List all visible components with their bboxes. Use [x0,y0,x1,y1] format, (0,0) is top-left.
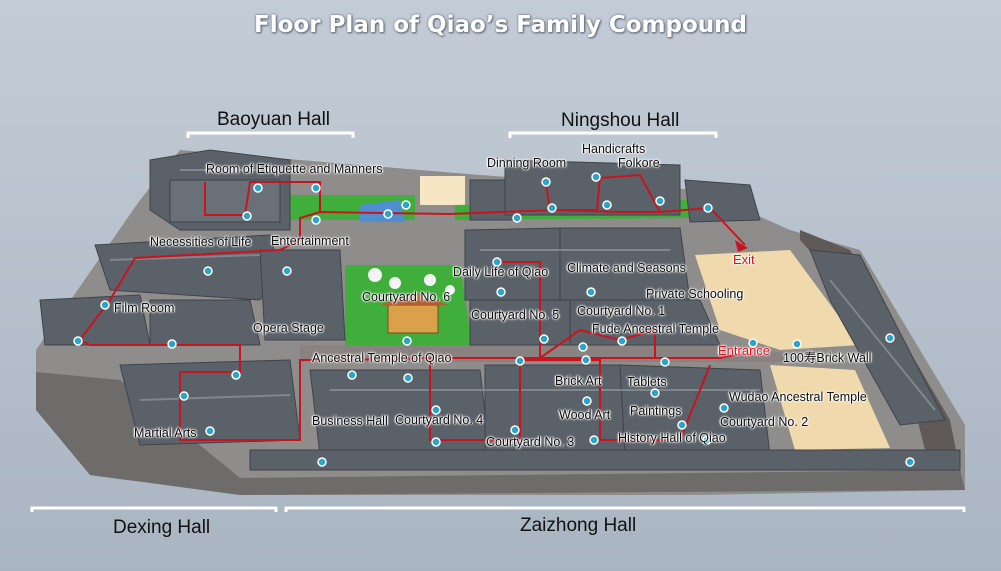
label-dinning-room: Dinning Room [487,156,567,170]
dexing-bracket [30,506,278,512]
pond [360,200,405,222]
entrance-plaza [695,250,860,350]
label-business-hall: Business Hall [312,414,388,428]
label-climate-and-seasons: Climate and Seasons [567,261,686,275]
visitor-route-south [429,358,711,441]
section-zaizhong-hall: Zaizhong Hall [520,515,637,536]
section-baoyuan-hall: Baoyuan Hall [217,109,331,130]
label-exit: Exit [733,252,755,267]
label-entrance: Entrance [718,343,771,358]
compound-base-front [36,350,965,495]
label-courtyard-1: Courtyard No. 1 [577,304,666,318]
label-room-of-etiquette: Room of Etiquette and Manners [206,162,383,176]
label-private-schooling: Private Schooling [646,287,744,301]
label-ancestral-temple-of-qiao: Ancestral Temple of Qiao [312,351,452,365]
label-tablets: Tablets [627,375,667,389]
section-ningshou-hall: Ningshou Hall [561,110,680,131]
zaizhong-bracket [284,506,966,512]
label-paintings: Paintings [630,404,682,418]
visitor-route [78,206,761,441]
visitor-route-center [500,261,700,360]
label-100-shou-brick-wall: 100寿Brick Wall [783,351,872,365]
baoyuan-bracket [186,131,355,138]
label-folkore: Folkore [618,156,660,170]
label-fude-ancestral-temple: Fude Ancestral Temple [592,322,719,336]
label-necessities-of-life: Necessities of Life [150,235,252,249]
label-courtyard-6: Courtyard No. 6 [362,290,451,304]
label-daily-life-of-qiao: Daily Life of Qiao [453,265,549,279]
label-courtyard-3: Courtyard No. 3 [486,435,575,449]
label-wudao-ancestral-temple: Wudao Ancestral Temple [729,390,867,404]
label-opera-stage: Opera Stage [253,321,324,335]
section-dexing-hall: Dexing Hall [113,517,211,538]
label-brick-art: Brick Art [555,374,602,388]
north-plaza [420,176,465,205]
label-wood-art: Wood Art [559,408,611,422]
label-courtyard-5: Courtyard No. 5 [471,308,560,322]
wudao-plaza [770,365,890,450]
label-film-room: Film Room [114,301,175,315]
label-courtyard-2: Courtyard No. 2 [720,415,809,429]
label-history-hall-of-qiao: History Hall of Qiao [618,431,726,445]
courtyard6-pavilion [368,268,455,334]
ningshou-bracket [508,131,718,138]
page-title: Floor Plan of Qiao’s Family Compound [254,12,747,38]
label-entertainment: Entertainment [271,234,349,248]
label-courtyard-4: Courtyard No. 4 [395,413,484,427]
exit-arrow [735,240,748,252]
label-martial-arts: Martial Arts [134,426,197,440]
label-handicrafts: Handicrafts [582,142,646,156]
